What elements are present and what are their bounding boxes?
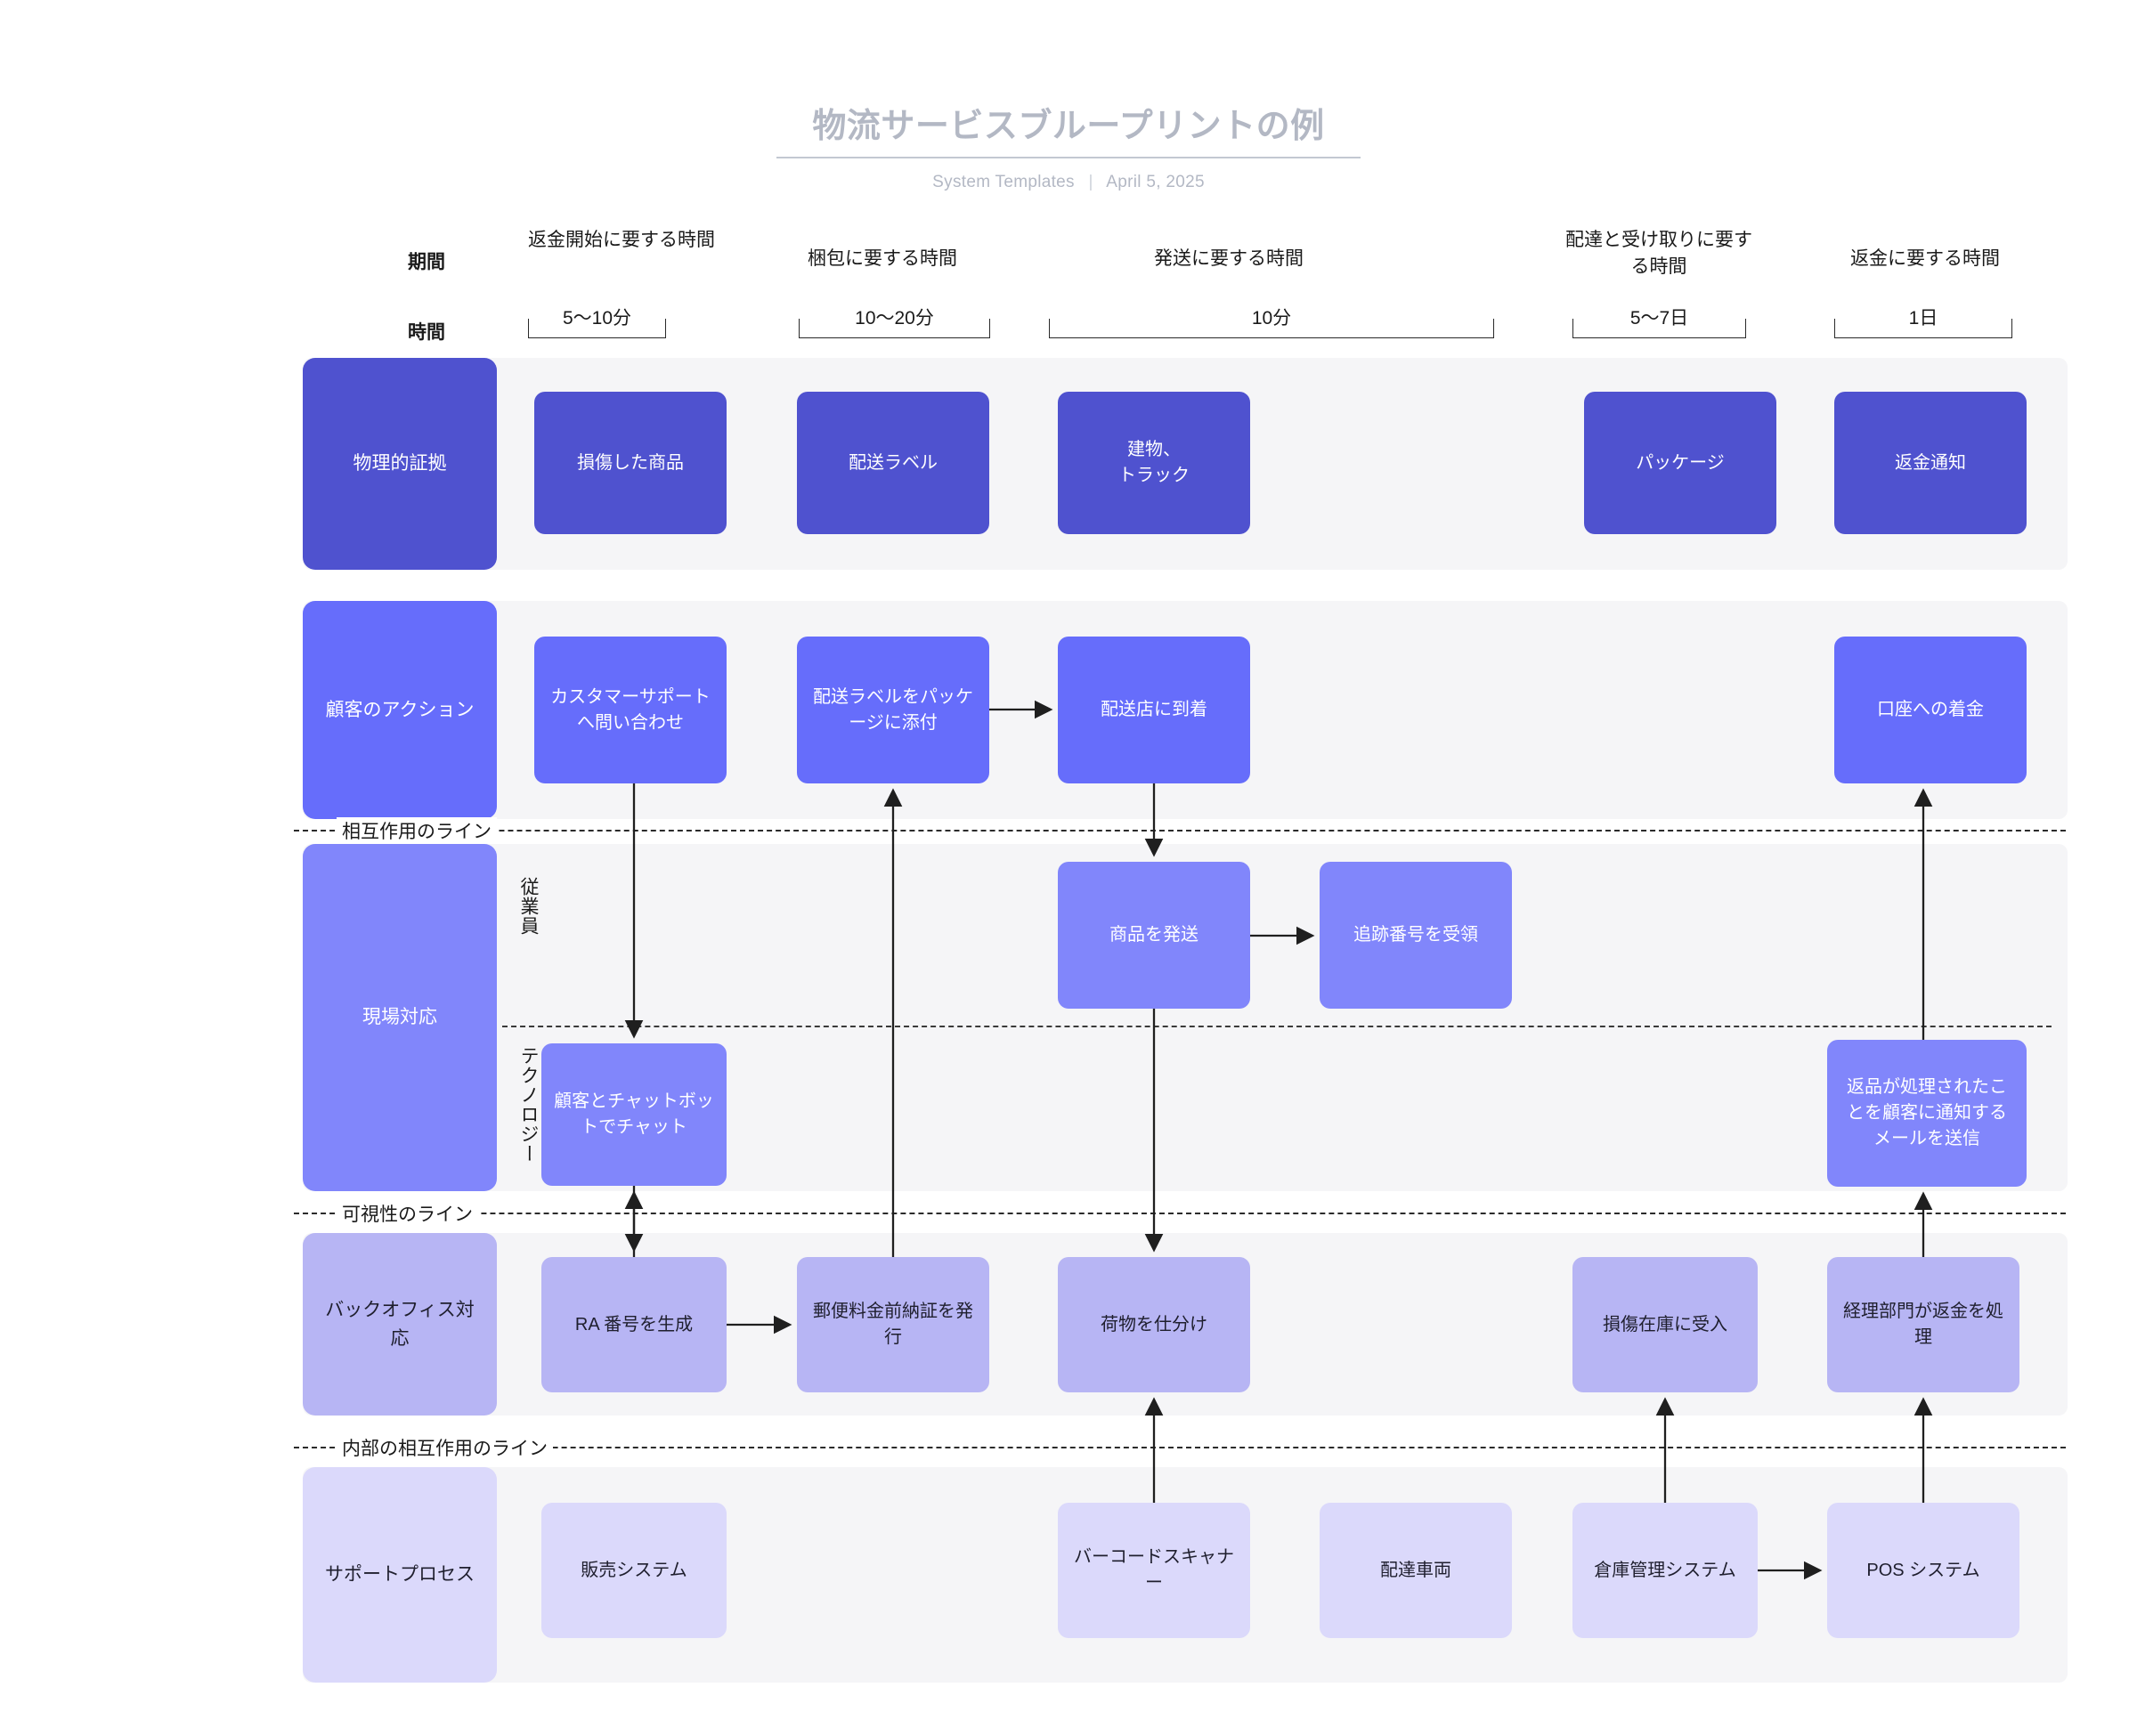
card-customer-1[interactable]: カスタマーサポートへ問い合わせ xyxy=(534,637,727,783)
card-support-5[interactable]: POS システム xyxy=(1827,1503,2019,1638)
period-label-2: 梱包に要する時間 xyxy=(808,248,957,269)
card-support-4[interactable]: 倉庫管理システム xyxy=(1572,1503,1758,1638)
time-label-4: 5〜7日 xyxy=(1629,308,1689,329)
card-customer-3[interactable]: 配送店に到着 xyxy=(1058,637,1250,783)
internal-interaction-line xyxy=(294,1447,2066,1448)
sublane-label-employee: 従業員 xyxy=(518,877,539,936)
subtitle-divider: | xyxy=(1088,172,1093,191)
card-backstage-1[interactable]: RA 番号を生成 xyxy=(541,1257,727,1392)
card-backstage-4[interactable]: 損傷在庫に受入 xyxy=(1572,1257,1758,1392)
time-label-3: 10分 xyxy=(1251,308,1292,329)
interaction-line xyxy=(294,830,2066,831)
card-evidence-2[interactable]: 配送ラベル xyxy=(797,392,989,534)
visibility-line-label: 可視性のライン xyxy=(337,1200,478,1227)
lane-label-support-process: サポートプロセス xyxy=(303,1467,497,1683)
timeline-bracket-3 xyxy=(1049,319,1494,338)
page-title: 物流サービスブループリントの例 xyxy=(776,107,1361,158)
period-label-5: 返金に要する時間 xyxy=(1850,248,2000,269)
card-employee-1[interactable]: 商品を発送 xyxy=(1058,862,1250,1009)
period-label-4: 配達と受け取りに要する時間 xyxy=(1565,230,1752,278)
time-label-1: 5〜10分 xyxy=(562,308,632,329)
time-label-5: 1日 xyxy=(1908,308,1938,329)
timeline-row-label-period: 期間 xyxy=(408,252,445,272)
timeline-row-label-time: 時間 xyxy=(408,322,445,343)
page-header: 物流サービスブループリントの例 System Templates | April… xyxy=(0,107,2137,192)
onstage-sublane-divider xyxy=(502,1026,2052,1027)
lane-label-customer-actions: 顧客のアクション xyxy=(303,601,497,819)
period-label-3: 発送に要する時間 xyxy=(1154,248,1304,269)
lane-label-physical-evidence: 物理的証拠 xyxy=(303,358,497,570)
lane-label-backstage: バックオフィス対応 xyxy=(303,1233,497,1416)
time-label-2: 10〜20分 xyxy=(855,308,934,329)
card-evidence-1[interactable]: 損傷した商品 xyxy=(534,392,727,534)
timeline-bracket-5 xyxy=(1834,319,2012,338)
lane-label-onstage: 現場対応 xyxy=(303,844,497,1191)
page-subtitle: System Templates | April 5, 2025 xyxy=(0,173,2137,192)
visibility-line xyxy=(294,1213,2066,1214)
card-support-1[interactable]: 販売システム xyxy=(541,1503,727,1638)
card-support-3[interactable]: 配達車両 xyxy=(1320,1503,1512,1638)
timeline-bracket-1 xyxy=(528,319,666,338)
card-employee-2[interactable]: 追跡番号を受領 xyxy=(1320,862,1512,1009)
timeline-bracket-2 xyxy=(799,319,990,338)
card-technology-1[interactable]: 顧客とチャットボットでチャット xyxy=(541,1043,727,1186)
internal-interaction-line-label: 内部の相互作用のライン xyxy=(337,1434,553,1461)
card-customer-2[interactable]: 配送ラベルをパッケージに添付 xyxy=(797,637,989,783)
card-technology-2[interactable]: 返品が処理されたことを顧客に通知するメールを送信 xyxy=(1827,1040,2027,1187)
period-label-1: 返金開始に要する時間 xyxy=(528,230,715,250)
card-customer-4[interactable]: 口座への着金 xyxy=(1834,637,2027,783)
card-evidence-5[interactable]: 返金通知 xyxy=(1834,392,2027,534)
sublane-label-technology: テクノロジー xyxy=(518,1046,539,1164)
card-support-2[interactable]: バーコードスキャナー xyxy=(1058,1503,1250,1638)
card-evidence-3[interactable]: 建物、 トラック xyxy=(1058,392,1250,534)
card-backstage-2[interactable]: 郵便料金前納証を発行 xyxy=(797,1257,989,1392)
card-backstage-3[interactable]: 荷物を仕分け xyxy=(1058,1257,1250,1392)
card-evidence-4[interactable]: パッケージ xyxy=(1584,392,1776,534)
timeline-bracket-4 xyxy=(1572,319,1746,338)
subtitle-source: System Templates xyxy=(932,172,1075,191)
interaction-line-label: 相互作用のライン xyxy=(337,817,497,844)
card-backstage-5[interactable]: 経理部門が返金を処理 xyxy=(1827,1257,2019,1392)
subtitle-date: April 5, 2025 xyxy=(1106,172,1205,191)
